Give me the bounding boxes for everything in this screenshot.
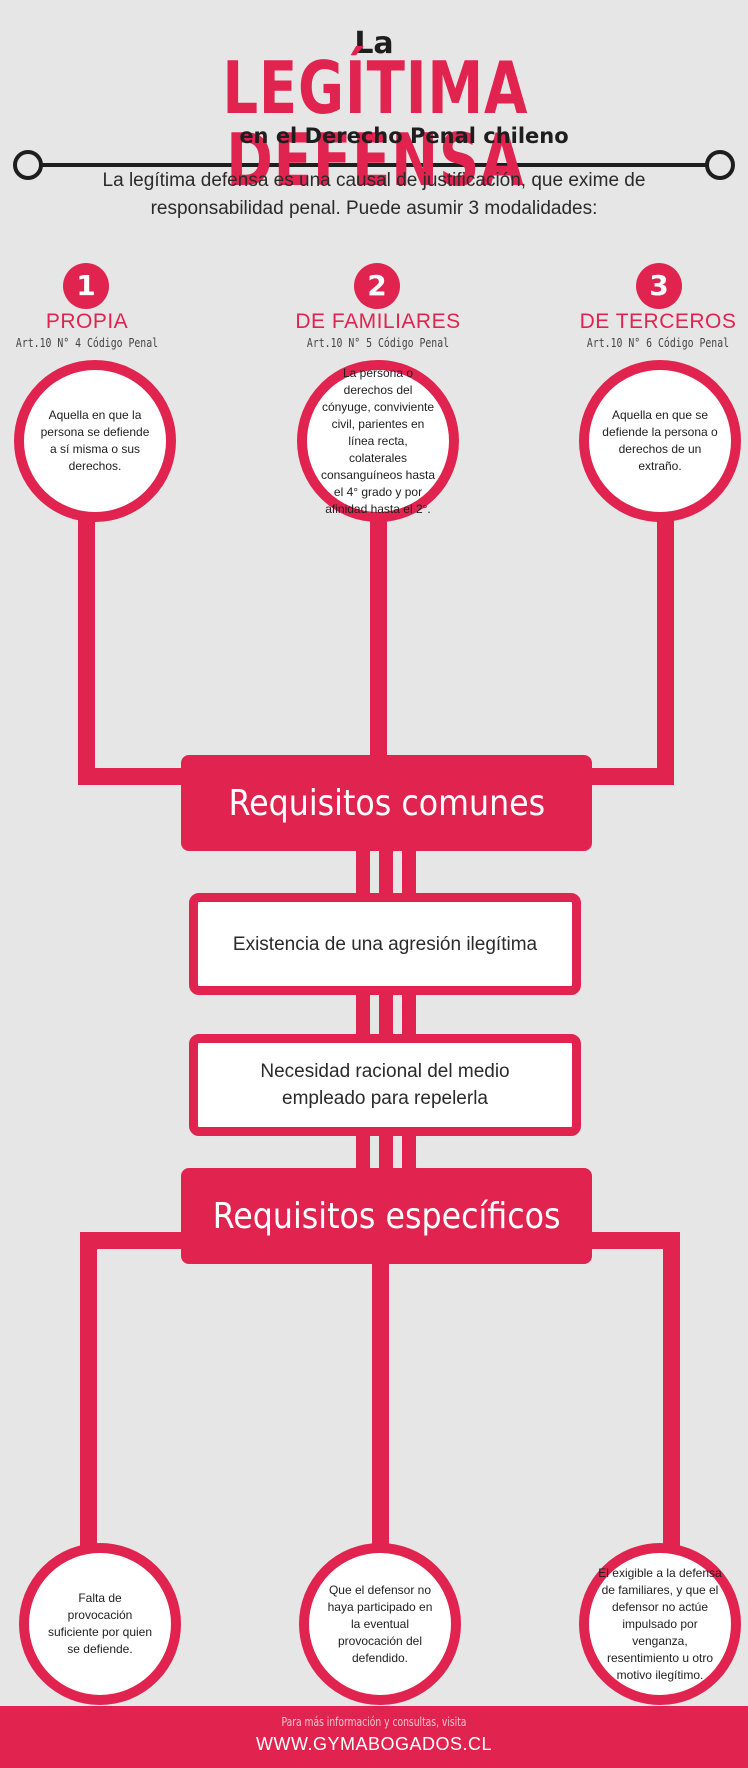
common-requirement-1-text: Existencia de una agresión ilegítima (232, 933, 538, 955)
common-requirements-title: Requisitos comunes (228, 782, 545, 824)
modality-name-1: PROPIA (45, 310, 129, 333)
modality-number-1: 1 (63, 263, 109, 309)
common-requirement-2-text: Necesidad racional del medio empleado pa… (260, 1061, 510, 1109)
specific-circle-3: El exigible a la defensa de familiares, … (579, 1543, 741, 1705)
modality-name-2: DE FAMILIARES (295, 310, 461, 333)
modality-circle-1: Aquella en que la persona se defiende a … (14, 360, 176, 522)
footer-link[interactable]: WWW.GYMABOGADOS.CL (255, 1734, 492, 1754)
modality-description-3: Aquella en que se defiende la persona o … (602, 408, 718, 473)
common-requirement-1: Existencia de una agresión ilegítima (189, 893, 581, 995)
modality-name-3: DE TERCEROS (579, 310, 737, 333)
modality-number-2: 2 (354, 263, 400, 309)
modality-number-3: 3 (636, 263, 682, 309)
specific-description-3: El exigible a la defensa de familiares, … (598, 1565, 722, 1682)
modality-circle-2: La persona o derechos del cónyuge, convi… (297, 360, 459, 522)
footer-note: Para más información y consultas, visita (281, 1715, 467, 1729)
common-requirements-header: Requisitos comunes (181, 755, 592, 851)
modality-description-2: La persona o derechos del cónyuge, convi… (320, 365, 436, 516)
page-subtitle: en el Derecho Penal chileno (239, 124, 569, 148)
specific-requirements-header: Requisitos específicos (181, 1168, 592, 1264)
intro-text: La legítima defensa es una causal de jus… (102, 170, 646, 219)
specific-description-1: Falta de provocación suficiente por quie… (47, 1591, 153, 1656)
specific-description-2: Que el defensor no haya participado en l… (327, 1582, 433, 1665)
specific-requirements-title: Requisitos específicos (212, 1195, 561, 1237)
footer-bar (0, 1706, 748, 1768)
modality-article-2: Art.10 N° 5 Código Penal (306, 336, 450, 350)
specific-circle-2: Que el defensor no haya participado en l… (299, 1543, 461, 1705)
modality-circle-3: Aquella en que se defiende la persona o … (579, 360, 741, 522)
page-title: LEGÍTIMA DEFENSA (222, 46, 529, 202)
specific-circle-1: Falta de provocación suficiente por quie… (19, 1543, 181, 1705)
modality-article-1: Art.10 N° 4 Código Penal (15, 336, 159, 350)
title-article: La (354, 26, 394, 61)
modality-description-1: Aquella en que la persona se defiende a … (40, 408, 150, 473)
common-requirement-2: Necesidad racional del medio empleado pa… (189, 1034, 581, 1136)
modality-article-3: Art.10 N° 6 Código Penal (586, 336, 730, 350)
